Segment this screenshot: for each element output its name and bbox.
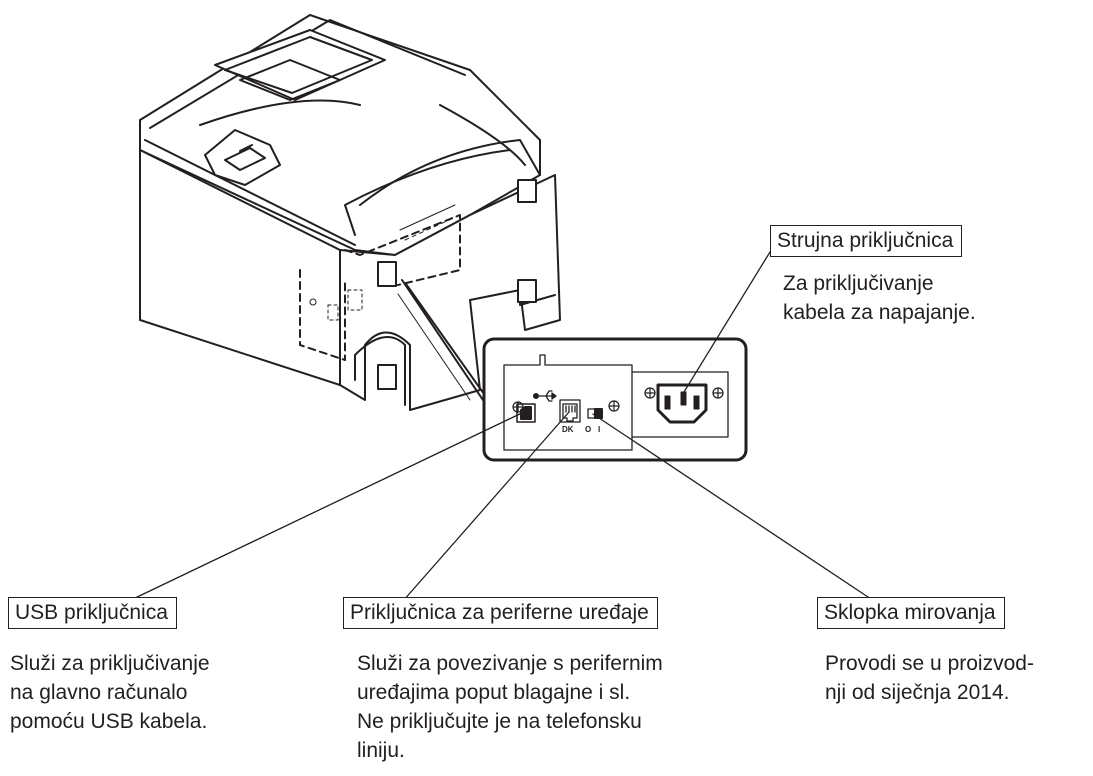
description-line: pomoću USB kabela. xyxy=(10,710,208,733)
description-line: uređajima poput blagajne i sl. xyxy=(357,681,631,704)
description-line: na glavno računalo xyxy=(10,681,188,704)
description-line: liniju. xyxy=(357,739,405,762)
leader-lines xyxy=(132,251,875,602)
usb-socket-label: USB priključnica xyxy=(8,597,177,629)
sleep-switch-description: Provodi se u proizvod- nji od siječnja 2… xyxy=(825,649,1034,707)
power-socket-label: Strujna priključnica xyxy=(770,225,963,257)
printer-body xyxy=(139,14,561,411)
usb-port xyxy=(516,403,536,423)
description-line: Služi za priključivanje xyxy=(10,652,210,675)
description-line: nji od siječnja 2014. xyxy=(825,681,1010,704)
switch-on-marking: I xyxy=(598,425,600,434)
connector-panel-inset xyxy=(482,337,748,462)
sleep-switch-label: Sklopka mirovanja xyxy=(817,597,1005,629)
peripheral-socket-label: Priključnica za periferne uređaje xyxy=(343,597,658,629)
description-line: Za priključivanje xyxy=(783,272,934,295)
power-socket-description: Za priključivanje kabela za napajanje. xyxy=(783,269,976,327)
switch-off-marking: O xyxy=(585,425,591,434)
description-line: Ne priključujte je na telefonsku xyxy=(357,710,642,733)
peripheral-socket-description: Služi za povezivanje s perifernim uređaj… xyxy=(357,649,663,765)
dk-marking: DK xyxy=(562,425,574,434)
description-line: kabela za napajanje. xyxy=(783,301,976,324)
usb-symbol-icon xyxy=(532,390,557,402)
description-line: Provodi se u proizvod- xyxy=(825,652,1034,675)
usb-socket-description: Služi za priključivanje na glavno računa… xyxy=(10,649,210,736)
description-line: Služi za povezivanje s perifernim xyxy=(357,652,663,675)
power-inlet xyxy=(656,383,708,424)
